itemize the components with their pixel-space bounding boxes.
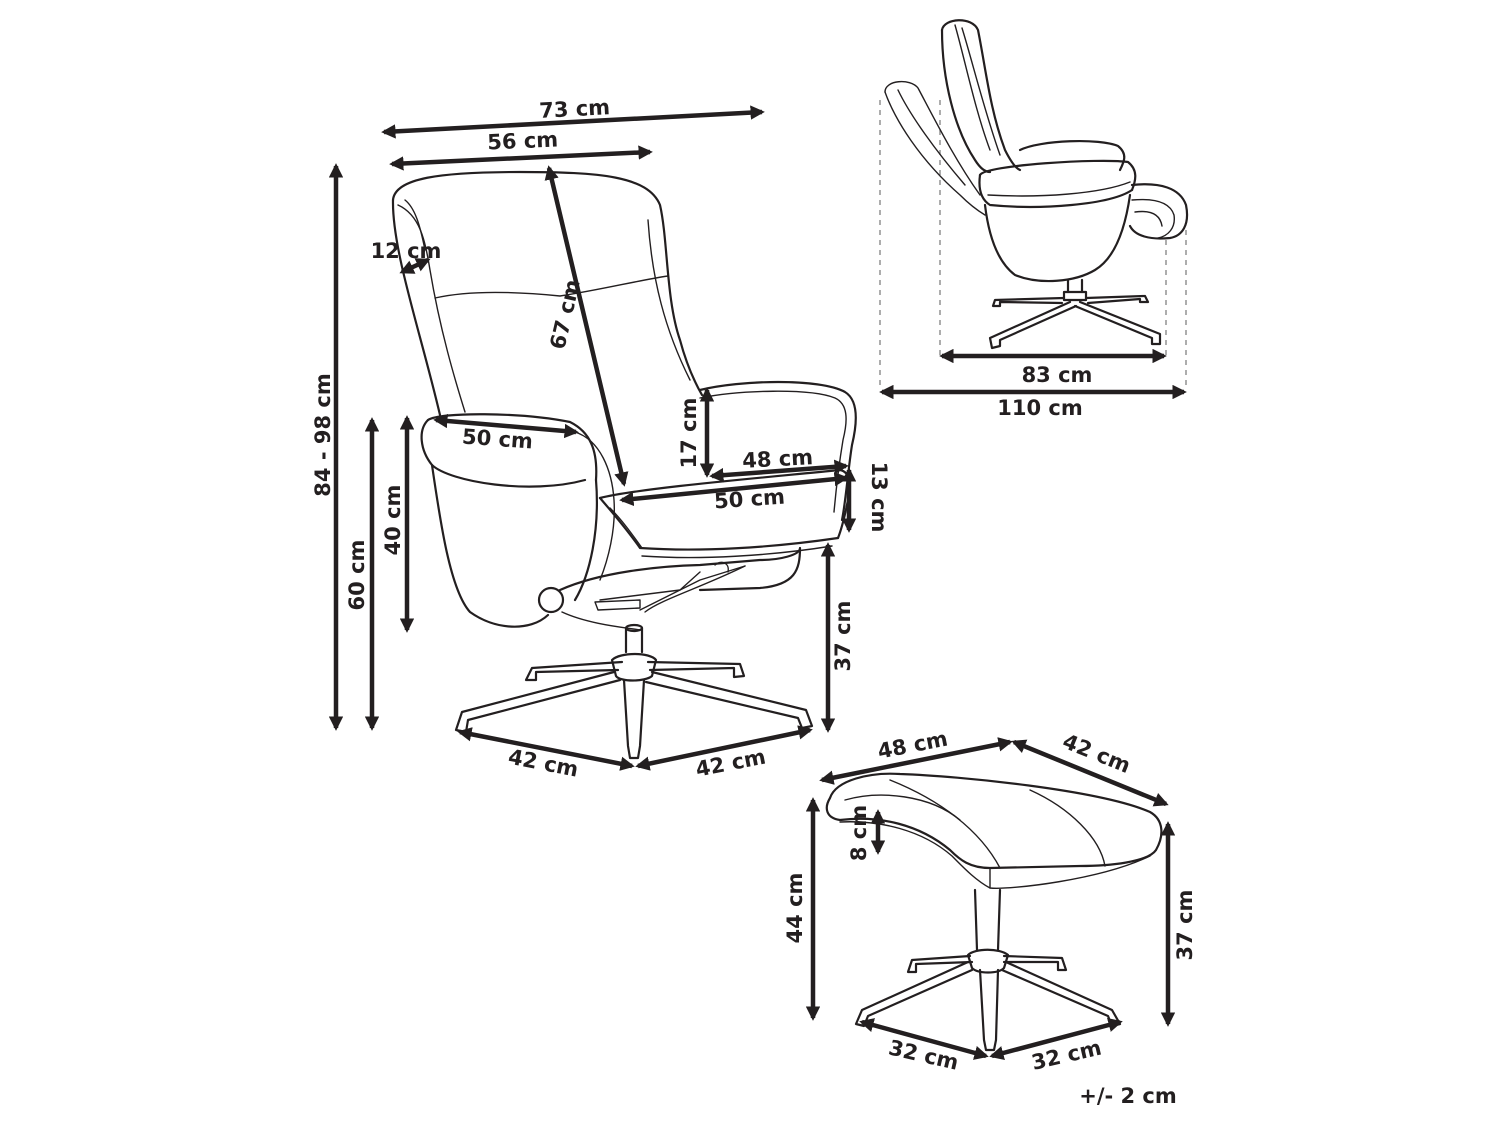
label-total-height: 84 - 98 cm [311,373,335,496]
label-base-left: 42 cm [506,745,580,782]
label-armrest-height: 60 cm [345,540,369,611]
label-ottoman-base-left: 32 cm [886,1036,960,1075]
reclined-dimension-arrows [879,348,1187,400]
label-seat-width: 48 cm [742,445,814,473]
label-seat-height-side: 40 cm [381,485,405,556]
label-overall-width: 73 cm [539,95,611,123]
label-seat-depth: 50 cm [713,485,785,514]
label-backrest-height: 67 cm [546,277,585,351]
label-ottoman-cushion: 8 cm [847,805,871,861]
chair-dimension-arrows [328,105,857,771]
label-ottoman-depth: 42 cm [1059,729,1134,778]
label-ottoman-leg-height: 37 cm [1173,890,1197,961]
ottoman-dimension-arrows [805,737,1176,1061]
label-reclined-inner-depth: 83 cm [1022,363,1093,387]
label-backrest-width: 56 cm [487,127,559,154]
tolerance-note: +/- 2 cm [1079,1084,1177,1108]
reclined-chair-drawing [879,19,1189,390]
label-ottoman-height: 44 cm [783,873,807,944]
label-seat-floor-height: 37 cm [831,601,855,672]
label-armrest-rise: 17 cm [677,398,701,469]
label-armrest-depth: 50 cm [461,425,533,454]
label-side-depth: 12 cm [371,239,442,263]
label-reclined-outer-depth: 110 cm [997,396,1082,420]
label-seat-thickness: 13 cm [867,462,891,533]
